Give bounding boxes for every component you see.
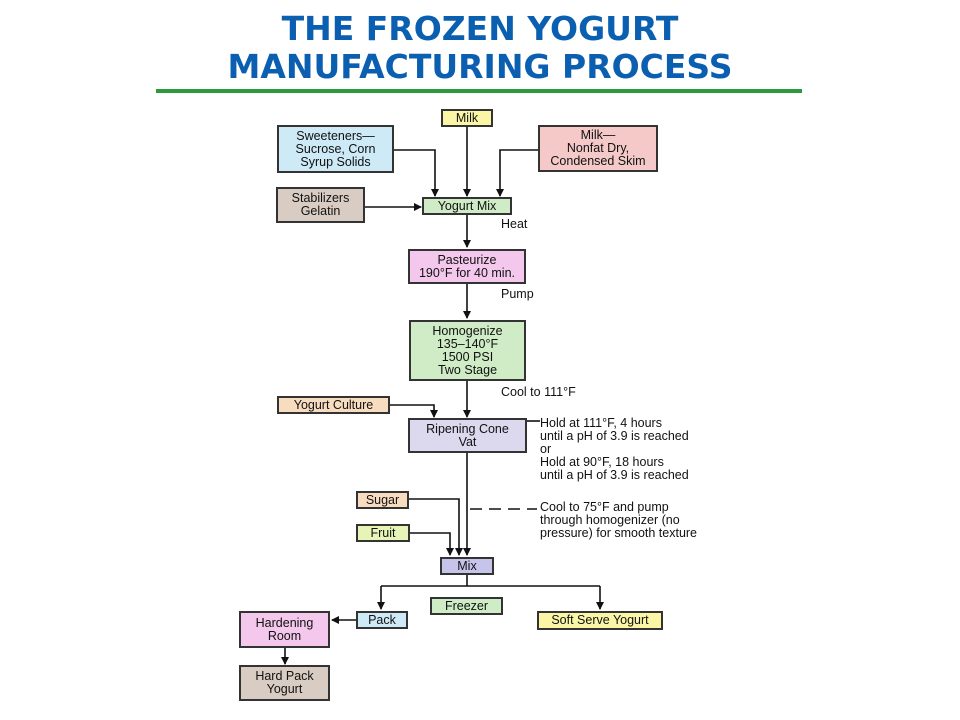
note-heat: Heat xyxy=(501,217,528,231)
title-rule xyxy=(156,89,802,93)
milk-box: Milk xyxy=(441,109,493,127)
freezer-box: Freezer xyxy=(430,597,503,615)
note-hold: Hold at 111°F, 4 hours until a pH of 3.9… xyxy=(540,416,689,482)
ripening-box: Ripening Cone Vat xyxy=(408,418,527,453)
title-line-2: MANUFACTURING PROCESS xyxy=(227,47,733,86)
pasteurize-box: Pasteurize 190°F for 40 min. xyxy=(408,249,526,284)
title-line-1: THE FROZEN YOGURT xyxy=(281,9,679,48)
hard-pack-box: Hard Pack Yogurt xyxy=(239,665,330,701)
arrow-sugar-to-mix xyxy=(408,498,463,556)
note-cool-75: Cool to 75°F and pump through homogenize… xyxy=(540,500,698,540)
sugar-box: Sugar xyxy=(356,491,409,509)
hardening-room-box: Hardening Room xyxy=(239,611,330,648)
homogenize-box: Homogenize 135–140°F 1500 PSI Two Stage xyxy=(409,320,526,381)
sweeteners-box: Sweeteners— Sucrose, Corn Syrup Solids xyxy=(277,125,394,173)
arrow-sweeteners-to-mix xyxy=(393,149,439,197)
fruit-box: Fruit xyxy=(356,524,410,542)
arrow-culture-to-ripening xyxy=(390,404,438,418)
arrow-fruit-to-mix xyxy=(410,532,454,556)
pack-box: Pack xyxy=(356,611,408,629)
milk-nonfat-box: Milk— Nonfat Dry, Condensed Skim xyxy=(538,125,658,172)
yogurt-culture-box: Yogurt Culture xyxy=(277,396,390,414)
mix-box: Mix xyxy=(440,557,494,575)
soft-serve-box: Soft Serve Yogurt xyxy=(537,611,663,630)
note-pump: Pump xyxy=(501,287,534,301)
stabilizers-box: Stabilizers Gelatin xyxy=(276,187,365,223)
arrow-nonfat-to-mix xyxy=(496,149,539,197)
note-cool-111: Cool to 111°F xyxy=(501,385,576,399)
yogurt-mix-box: Yogurt Mix xyxy=(422,197,512,215)
